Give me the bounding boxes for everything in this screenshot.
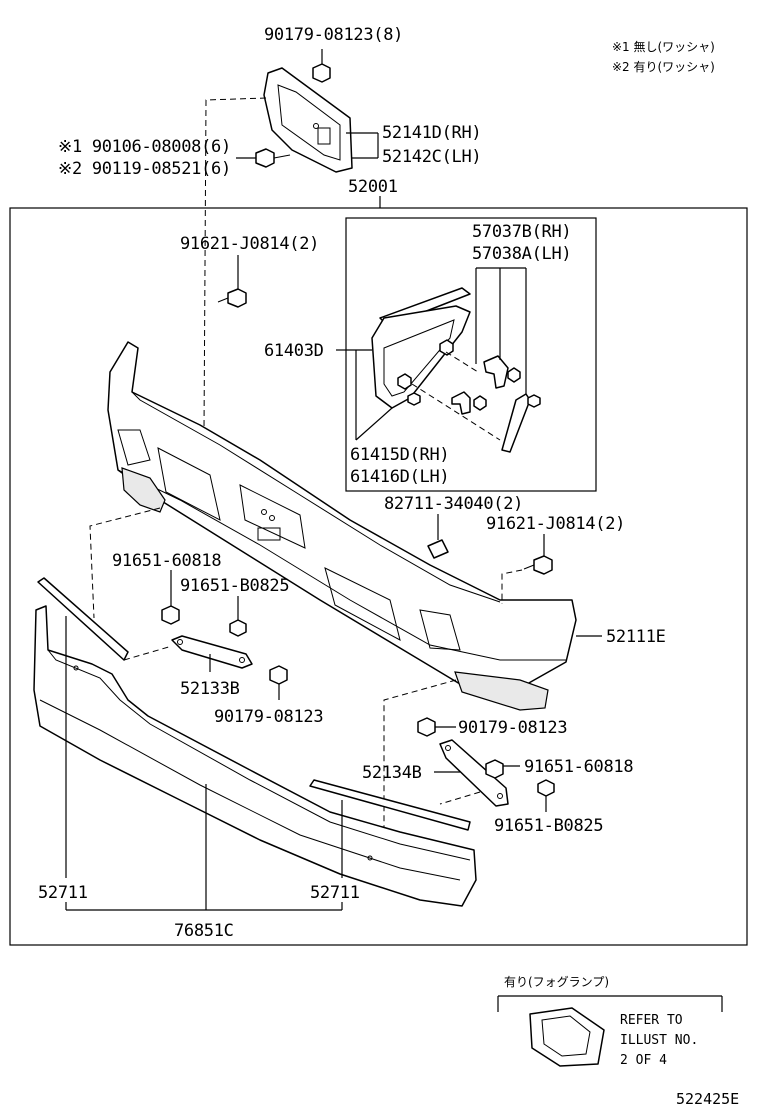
label-57037B: 57037B(RH) [472,222,571,242]
bolt-icon-top [255,148,291,168]
label-76851C: 76851C [174,921,234,941]
label-91651-B0825-left: 91651-B0825 [180,576,289,596]
label-91651-60818-right: 91651-60818 [524,757,633,777]
label-90106-08008: ※1 90106-08008(6) [58,137,231,157]
assembly-frame-52001 [9,207,748,946]
refer-text-1: REFER TO [620,1013,683,1028]
label-91621-top: 91621-J0814(2) [180,234,319,254]
nut-icon-left [269,665,288,685]
fog-bracket-57037B [451,355,541,453]
label-91651-B0825-right: 91651-B0825 [494,816,603,836]
nut-icon-right [417,717,436,737]
diagram-id: 522425E [676,1090,739,1108]
label-61416D: 61416D(LH) [350,467,449,487]
label-61403D: 61403D [264,341,324,361]
label-52001: 52001 [348,177,398,197]
screw-icon-61415D [397,339,454,406]
moulding-strip-right-52711 [309,779,471,831]
label-52142C: 52142C(LH) [382,147,481,167]
fog-option-title: 有り(フォグランプ) [504,975,609,989]
guide-left-bracket [89,507,161,619]
fog-lamp-bezel-icon [529,1007,605,1067]
bolt-icon-91651-60818-left [161,605,180,625]
guide-bracket-left [203,97,267,446]
label-52134B: 52134B [362,763,422,783]
front-bumper-52111E [107,341,577,711]
bolt-icon-91651-B0825-right [537,779,555,797]
label-90179-08123-right: 90179-08123 [458,718,567,738]
label-52711-left: 52711 [38,883,88,903]
label-90179-08123-left: 90179-08123 [214,707,323,727]
refer-text-3: 2 OF 4 [620,1053,667,1068]
label-91621-right: 91621-J0814(2) [486,514,625,534]
label-90119-08521: ※2 90119-08521(6) [58,159,231,179]
fog-inset-frame [345,217,597,492]
bumper-stay-52133B [171,635,253,669]
label-52133B: 52133B [180,679,240,699]
refer-text-2: ILLUST NO. [620,1033,698,1048]
note-2: ※2 有り(ワッシャ) [612,60,715,74]
guide-fog-2 [445,351,479,373]
label-52111E: 52111E [606,627,666,647]
guide-right-bolt [501,569,523,604]
bolt-icon-91651-B0825-left [229,619,247,637]
bumper-bracket-upper [263,67,353,173]
label-90179-08123-8: 90179-08123(8) [264,25,403,45]
label-57038A: 57038A(LH) [472,244,571,264]
front-spoiler-76851C [33,605,477,907]
bolt-icon-91621-top [217,288,247,308]
note-1: ※1 無し(ワッシャ) [612,39,715,54]
label-52141D: 52141D(RH) [382,123,481,143]
guide-stay-right [439,791,481,805]
bumper-stay-52134B [439,739,509,807]
bolt-icon-91621-right [523,555,553,575]
moulding-strip-left-52711 [37,577,129,661]
bolt-icon-91651-60818-right [485,759,504,779]
label-61415D: 61415D(RH) [350,445,449,465]
label-82711: 82711-34040(2) [384,494,523,514]
fog-lamp-cover-61403D [371,287,471,409]
guide-stay-left [123,645,173,661]
nut-icon-top [312,63,331,83]
clip-icon-82711 [427,539,449,559]
guide-fog-1 [411,383,501,441]
label-52711-right: 52711 [310,883,360,903]
label-91651-60818-left: 91651-60818 [112,551,221,571]
